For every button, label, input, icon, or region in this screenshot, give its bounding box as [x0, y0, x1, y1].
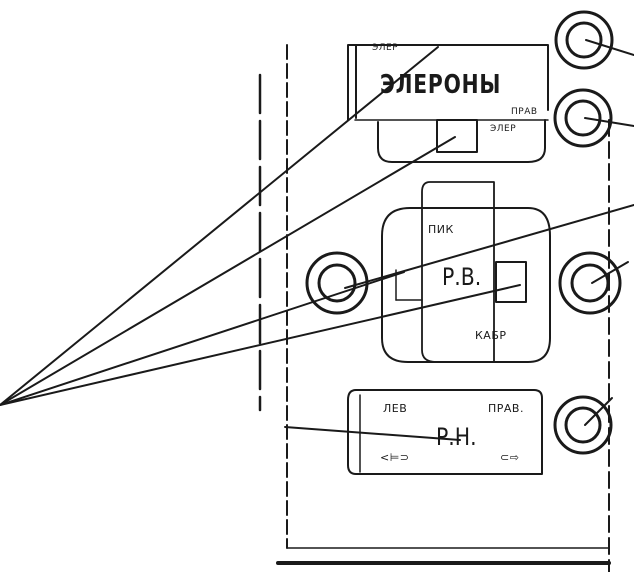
knob-aileron-top[interactable] [554, 10, 634, 70]
knob-aileron-bottom[interactable] [553, 88, 634, 148]
aileron-lower-housing [377, 119, 546, 163]
aileron-sub-label: ЭЛЕР [490, 124, 517, 134]
elevator-inner-housing [421, 181, 495, 363]
aileron-top-cut-label: ЭЛЕР [372, 43, 399, 53]
knob-elevator[interactable] [558, 251, 629, 315]
knob-elevator-left[interactable] [305, 251, 369, 315]
elevator-title-label: Р.В. [442, 263, 482, 291]
leader-lines [0, 46, 634, 441]
aileron-switch-lever[interactable] [436, 119, 478, 153]
elevator-switch-lever[interactable] [495, 261, 527, 303]
aileron-switch-block[interactable] [347, 44, 549, 121]
rudder-right-arrow-icon: ⊂⇨ [500, 451, 520, 464]
rudder-switch-block[interactable] [347, 389, 543, 475]
rudder-left-arrow-icon: <⊨⊃ [380, 451, 410, 464]
rudder-right-label: ПРАВ. [488, 402, 524, 415]
elevator-dive-label: ПИК [428, 223, 454, 236]
aileron-title-label: ЭЛЕРОНЫ [380, 70, 502, 100]
knob-rudder[interactable] [553, 395, 613, 455]
elevator-climb-label: КАБР [475, 329, 507, 342]
elevator-switch-block[interactable] [381, 207, 551, 363]
rudder-left-label: ЛЕВ [383, 402, 408, 415]
aileron-right-label: ПРАВ [511, 107, 538, 117]
rudder-title-label: Р.Н. [436, 423, 477, 451]
